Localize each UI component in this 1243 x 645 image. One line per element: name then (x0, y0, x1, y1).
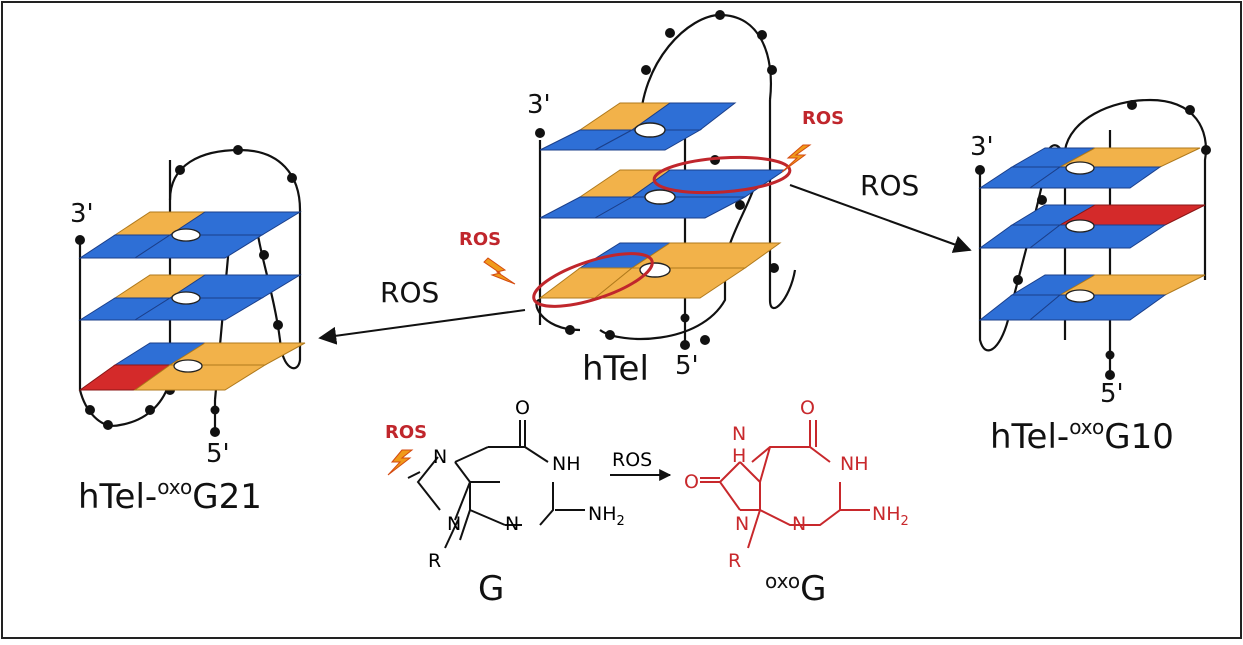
ros-target-ring-g10 (652, 155, 792, 195)
htel-oxog21-structure: 3' 5' hTel-oxoG21 (70, 145, 306, 517)
ros-label-center-left: ROS (459, 229, 501, 250)
htel-oxog21-label: hTel-oxoG21 (78, 475, 262, 517)
ros-label-arrow-left: ROS (380, 276, 439, 309)
guanine-o6: O (515, 397, 530, 419)
three-prime-label-right: 3' (970, 132, 994, 162)
htel-oxog10-structure: 3' 5' hTel-oxoG10 (970, 98, 1211, 457)
strand-end-3prime-left (75, 235, 85, 245)
guanine-label: G (478, 569, 504, 609)
htel-oxog10-label: hTel-oxoG10 (990, 415, 1174, 457)
guanine-nh2: NH2 (588, 503, 625, 529)
strand-end-5prime-center (680, 340, 690, 350)
ros-bolt-center-left-icon (483, 257, 516, 285)
guanine-n1h: NH (552, 453, 581, 475)
htel-label: hTel (582, 349, 649, 389)
oxoguanine-structure: H N O O NH N N NH2 R oxoG (684, 397, 909, 609)
htel-structure: ROS ROS 3' 5' hTel (459, 10, 844, 389)
oxog-n9: N (735, 513, 749, 535)
guanine-n3: N (505, 513, 519, 535)
guanine-structure: ROS N N N O NH NH2 R G (385, 397, 625, 609)
guanine-n7: N (433, 446, 447, 468)
ros-target-ring-g21 (532, 252, 654, 308)
ros-bolt-center-right-icon (781, 144, 812, 173)
oxog-o8: O (684, 471, 699, 493)
five-prime-label-right: 5' (1100, 379, 1124, 409)
five-prime-label-left: 5' (206, 439, 230, 469)
ros-label-center-right: ROS (802, 108, 844, 129)
arrow-to-oxog10 (789, 184, 972, 253)
ros-bolt-guanine-icon (387, 449, 414, 476)
strand-end-3prime-right (975, 165, 985, 175)
oxoguanine-label: oxoG (765, 569, 826, 609)
oxog-n7-h: H (732, 445, 746, 467)
strand-end-5prime-right (1105, 370, 1115, 380)
five-prime-label-center: 5' (675, 351, 699, 381)
oxog-nh2: NH2 (872, 503, 909, 529)
strand-end-3prime-center (535, 128, 545, 138)
ros-label-small-arrow: ROS (612, 449, 652, 471)
three-prime-label-left: 3' (70, 199, 94, 229)
guanine-n9: N (447, 513, 461, 535)
guanine-r: R (428, 550, 441, 572)
oxog-o6: O (800, 397, 815, 419)
oxog-r: R (728, 550, 741, 572)
arrow-to-oxog21 (318, 309, 526, 345)
three-prime-label-center: 3' (527, 90, 551, 120)
oxog-n1h: NH (840, 453, 869, 475)
ros-label-guanine: ROS (385, 422, 427, 443)
strand-end-5prime-left (210, 427, 220, 437)
ros-label-arrow-right: ROS (860, 169, 919, 202)
oxog-n3: N (792, 513, 806, 535)
oxog-n7: N (732, 423, 746, 445)
